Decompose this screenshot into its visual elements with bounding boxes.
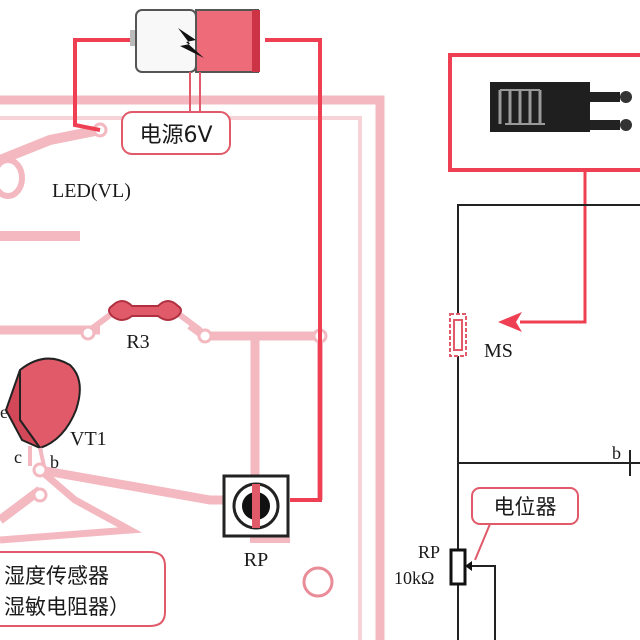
pin-e-label: e — [0, 402, 8, 422]
rp-value-label: 10kΩ — [394, 568, 434, 588]
pin-c-label: c — [14, 447, 22, 467]
sensor-label-line1: 湿度传感器 — [4, 564, 109, 588]
ms-label: MS — [484, 340, 513, 362]
schematic-lines — [457, 204, 640, 640]
rp-schematic-label: RP — [418, 542, 440, 562]
potentiometer-label: 电位器 — [471, 487, 579, 561]
power-label: 电源6V — [121, 72, 231, 155]
resistor-r3-icon — [108, 300, 182, 321]
power-label-text: 电源6V — [139, 123, 212, 148]
sensor-arrow — [498, 170, 587, 332]
humidity-sensor-icon — [448, 53, 640, 172]
vt1-label: VT1 — [70, 428, 107, 450]
sensor-label-line2: 湿敏电阻器） — [4, 595, 130, 619]
led-icon — [0, 157, 25, 199]
sensor-label: 湿度传感器 湿敏电阻器） — [0, 551, 166, 627]
battery-wires — [73, 38, 322, 502]
rp-board-label: RP — [244, 549, 268, 571]
transistor-vt1-icon — [4, 357, 81, 467]
pin-b-label: b — [50, 452, 59, 472]
potentiometer-rp-icon — [222, 474, 290, 538]
rp-schematic-icon — [449, 548, 472, 586]
r3-label: R3 — [126, 331, 149, 353]
battery-icon — [130, 9, 260, 73]
led-label: LED(VL) — [52, 180, 131, 202]
board-traces — [0, 95, 385, 640]
ms-resistor-icon — [449, 313, 467, 357]
b-right-label: b — [612, 443, 621, 463]
potentiometer-label-text: 电位器 — [494, 495, 557, 519]
